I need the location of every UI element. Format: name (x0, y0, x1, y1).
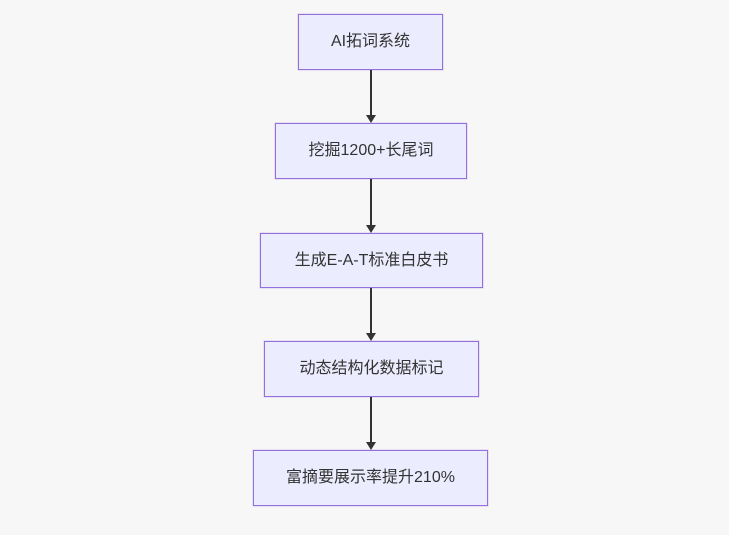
flow-arrow-down (365, 397, 377, 450)
flow-node-label: 富摘要展示率提升210% (286, 469, 455, 487)
flow-node-eat-whitepaper: 生成E-A-T标准白皮书 (260, 233, 483, 288)
flow-node-label: 生成E-A-T标准白皮书 (294, 251, 449, 269)
arrowhead-down-icon (366, 442, 376, 450)
arrow-line (370, 397, 372, 443)
flow-arrow-down (365, 179, 377, 233)
flow-node-longtail-mining: 挖掘1200+长尾词 (275, 123, 467, 179)
arrow-line (370, 70, 372, 116)
flow-node-rich-snippet-result: 富摘要展示率提升210% (253, 450, 488, 506)
arrow-line (370, 179, 372, 226)
flow-arrow-down (365, 70, 377, 123)
arrowhead-down-icon (366, 333, 376, 341)
arrowhead-down-icon (366, 225, 376, 233)
flow-node-structured-data: 动态结构化数据标记 (264, 341, 479, 397)
flow-arrow-down (365, 288, 377, 341)
flow-node-label: 挖掘1200+长尾词 (308, 142, 434, 160)
arrowhead-down-icon (366, 115, 376, 123)
flow-node-ai-word-system: AI拓词系统 (298, 14, 443, 70)
flow-node-label: AI拓词系统 (330, 33, 411, 51)
flow-node-label: 动态结构化数据标记 (299, 360, 444, 378)
arrow-line (370, 288, 372, 334)
